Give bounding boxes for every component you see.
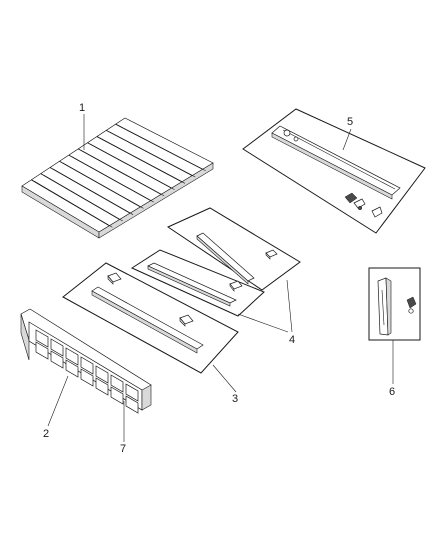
leader-line-2	[47, 375, 69, 427]
floor-rib-edge	[71, 156, 154, 203]
callout-6: 6	[389, 386, 395, 398]
panel-cell	[110, 374, 124, 393]
callout-3: 3	[232, 393, 238, 405]
panel-cell	[65, 359, 79, 378]
callout-4: 4	[289, 334, 295, 346]
panel-cell	[35, 329, 49, 348]
floor-rib-edge	[34, 181, 113, 228]
panel-cell	[80, 368, 94, 387]
floor-rib-edge	[109, 131, 196, 178]
callout-5: 5	[347, 116, 353, 128]
cross-sill-plate	[242, 108, 426, 234]
floor-rib-edge	[81, 150, 165, 197]
callout-1: 1	[79, 102, 85, 114]
panel-cell	[110, 386, 124, 405]
panel-cell	[95, 377, 109, 396]
panel-cell	[125, 383, 139, 402]
crossmember-upper-plate	[166, 207, 301, 291]
panel-cell	[95, 365, 109, 384]
callout-2: 2	[43, 428, 49, 440]
crossmember-lower-plate	[130, 249, 265, 317]
leader-line-4	[286, 279, 293, 333]
bed-floor-part	[21, 117, 214, 239]
floor-rib-edge	[43, 174, 123, 222]
leader-line-4b	[237, 313, 289, 333]
crossmember-3-plate	[62, 262, 239, 374]
floor-rib-edge	[52, 168, 134, 215]
floor-rib-edge	[118, 125, 206, 172]
panel-cell	[125, 395, 139, 414]
panel-cell	[50, 338, 64, 357]
callout-7: 7	[120, 443, 126, 455]
leader-line-5	[342, 128, 352, 151]
floor-rib-edge	[99, 137, 186, 184]
panel-cell	[35, 341, 49, 360]
panel-cell	[80, 356, 94, 375]
floor-rib-edge	[62, 162, 144, 209]
panel-cell	[50, 350, 64, 369]
bracket-frame	[368, 267, 421, 341]
leader-line-3	[212, 364, 237, 393]
front-panel-part	[20, 308, 152, 414]
floor-rib-edge	[90, 143, 175, 190]
panel-cell	[65, 347, 79, 366]
